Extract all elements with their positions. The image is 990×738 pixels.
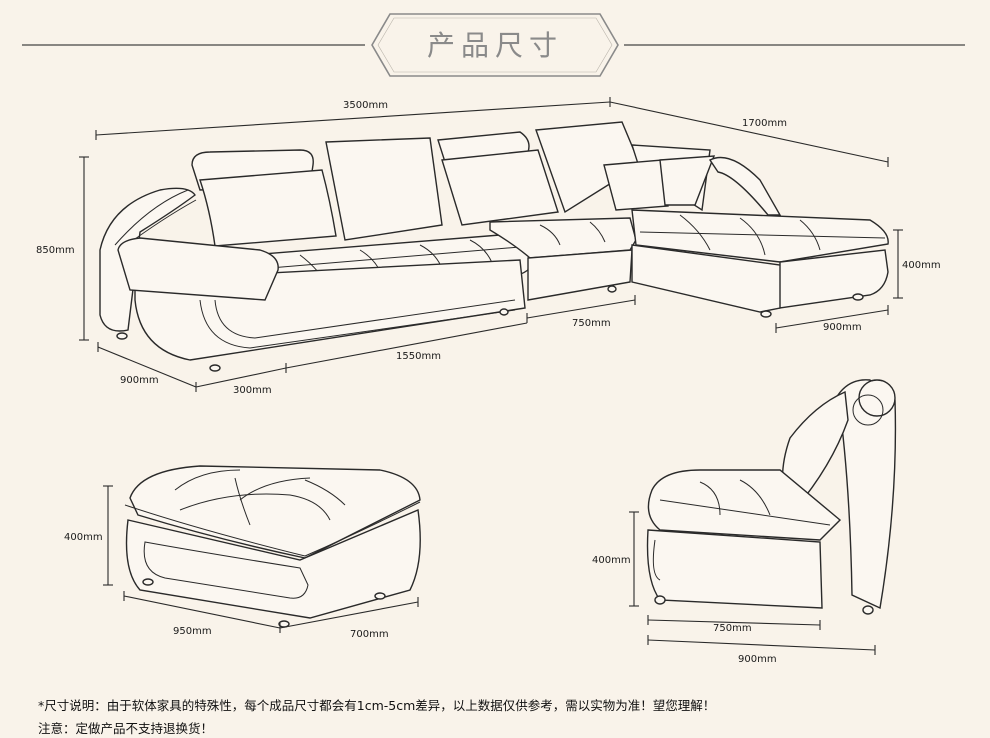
dim-chaise-length: 1700mm [742,118,787,129]
dim-ottoman-height: 400mm [64,532,103,543]
dim-middle-seat: 750mm [572,318,611,329]
page-title: 产品尺寸 [427,29,563,62]
header-banner: 产品尺寸 [22,13,965,77]
dim-sectional-depth: 900mm [120,375,159,386]
dim-armrest: 300mm [233,385,272,396]
dim-total-length: 3500mm [343,100,388,111]
no-return-note: 注意：定做产品不支持退换货！ [38,721,214,736]
dim-chair-depth: 900mm [738,654,777,665]
dim-ottoman-width: 700mm [350,629,389,640]
sectional-sofa-drawing [99,121,889,372]
dim-sectional-height: 850mm [36,245,75,256]
dim-main-length: 1550mm [396,351,441,362]
chair-dimension-labels: 400mm 750mm 900mm [592,555,777,665]
dim-chaise-width: 900mm [823,322,862,333]
dim-sectional-seat-height: 400mm [902,260,941,271]
sectional-dimension-labels: 3500mm 1700mm 850mm 400mm 900mm 750mm 15… [36,100,941,396]
dim-chair-height: 400mm [592,555,631,566]
sectional-dimension-lines [79,97,903,392]
dim-ottoman-length: 950mm [173,626,212,637]
size-disclaimer-note: *尺寸说明：由于软体家具的特殊性，每个成品尺寸都会有1cm-5cm差异，以上数据… [38,698,716,713]
ottoman-dimension-labels: 400mm 950mm 700mm [64,532,389,640]
chair-drawing [629,379,897,655]
ottoman-drawing [103,465,421,633]
dim-chair-width: 750mm [713,623,752,634]
